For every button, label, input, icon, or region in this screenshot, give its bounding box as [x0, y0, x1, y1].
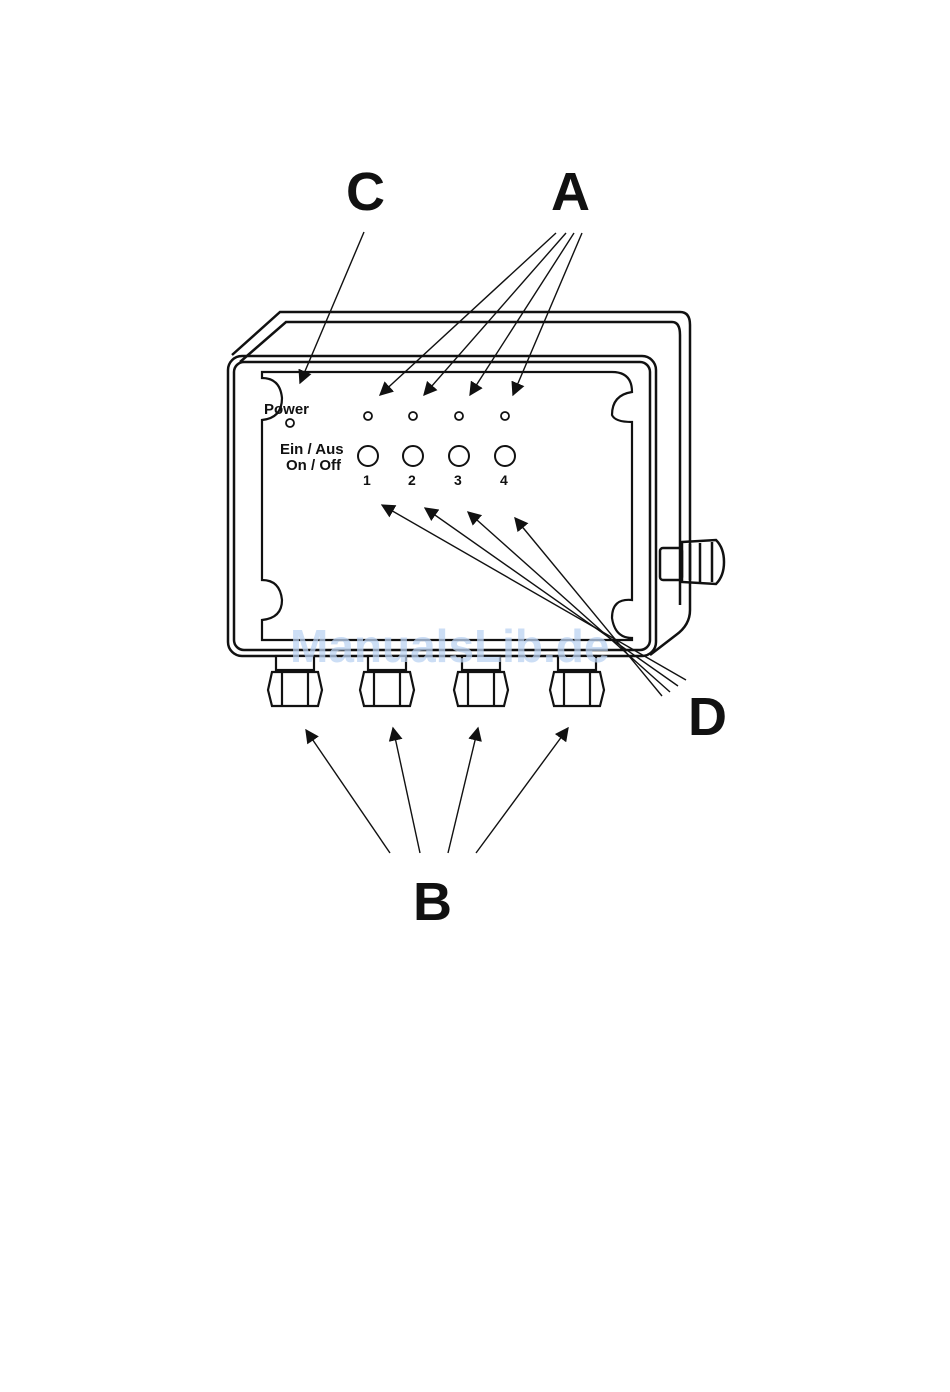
channel-led-1 [364, 412, 372, 420]
channel-number-1: 1 [363, 472, 371, 488]
side-cable-gland [660, 540, 724, 584]
watermark-text: ManualsLib.de [290, 620, 609, 672]
callout-d: D [688, 687, 727, 747]
switch-label-de: Ein / Aus [280, 441, 344, 458]
callout-c: C [346, 162, 385, 222]
channel-led-4 [501, 412, 509, 420]
callout-a: A [551, 162, 590, 222]
power-label: Power [264, 401, 309, 418]
channel-number-2: 2 [408, 472, 416, 488]
channel-led-2 [409, 412, 417, 420]
callout-b: B [413, 872, 452, 932]
channel-led-3 [455, 412, 463, 420]
leader-lines [300, 232, 686, 853]
switch-label-en: On / Off [286, 457, 342, 474]
channel-leds [364, 412, 509, 420]
channel-number-3: 3 [454, 472, 462, 488]
channel-number-4: 4 [500, 472, 508, 488]
channel-buttons[interactable] [358, 446, 515, 466]
power-led [286, 419, 294, 427]
channel-button-2[interactable] [403, 446, 423, 466]
channel-button-4[interactable] [495, 446, 515, 466]
channel-button-1[interactable] [358, 446, 378, 466]
enclosure [228, 312, 724, 656]
channel-button-3[interactable] [449, 446, 469, 466]
